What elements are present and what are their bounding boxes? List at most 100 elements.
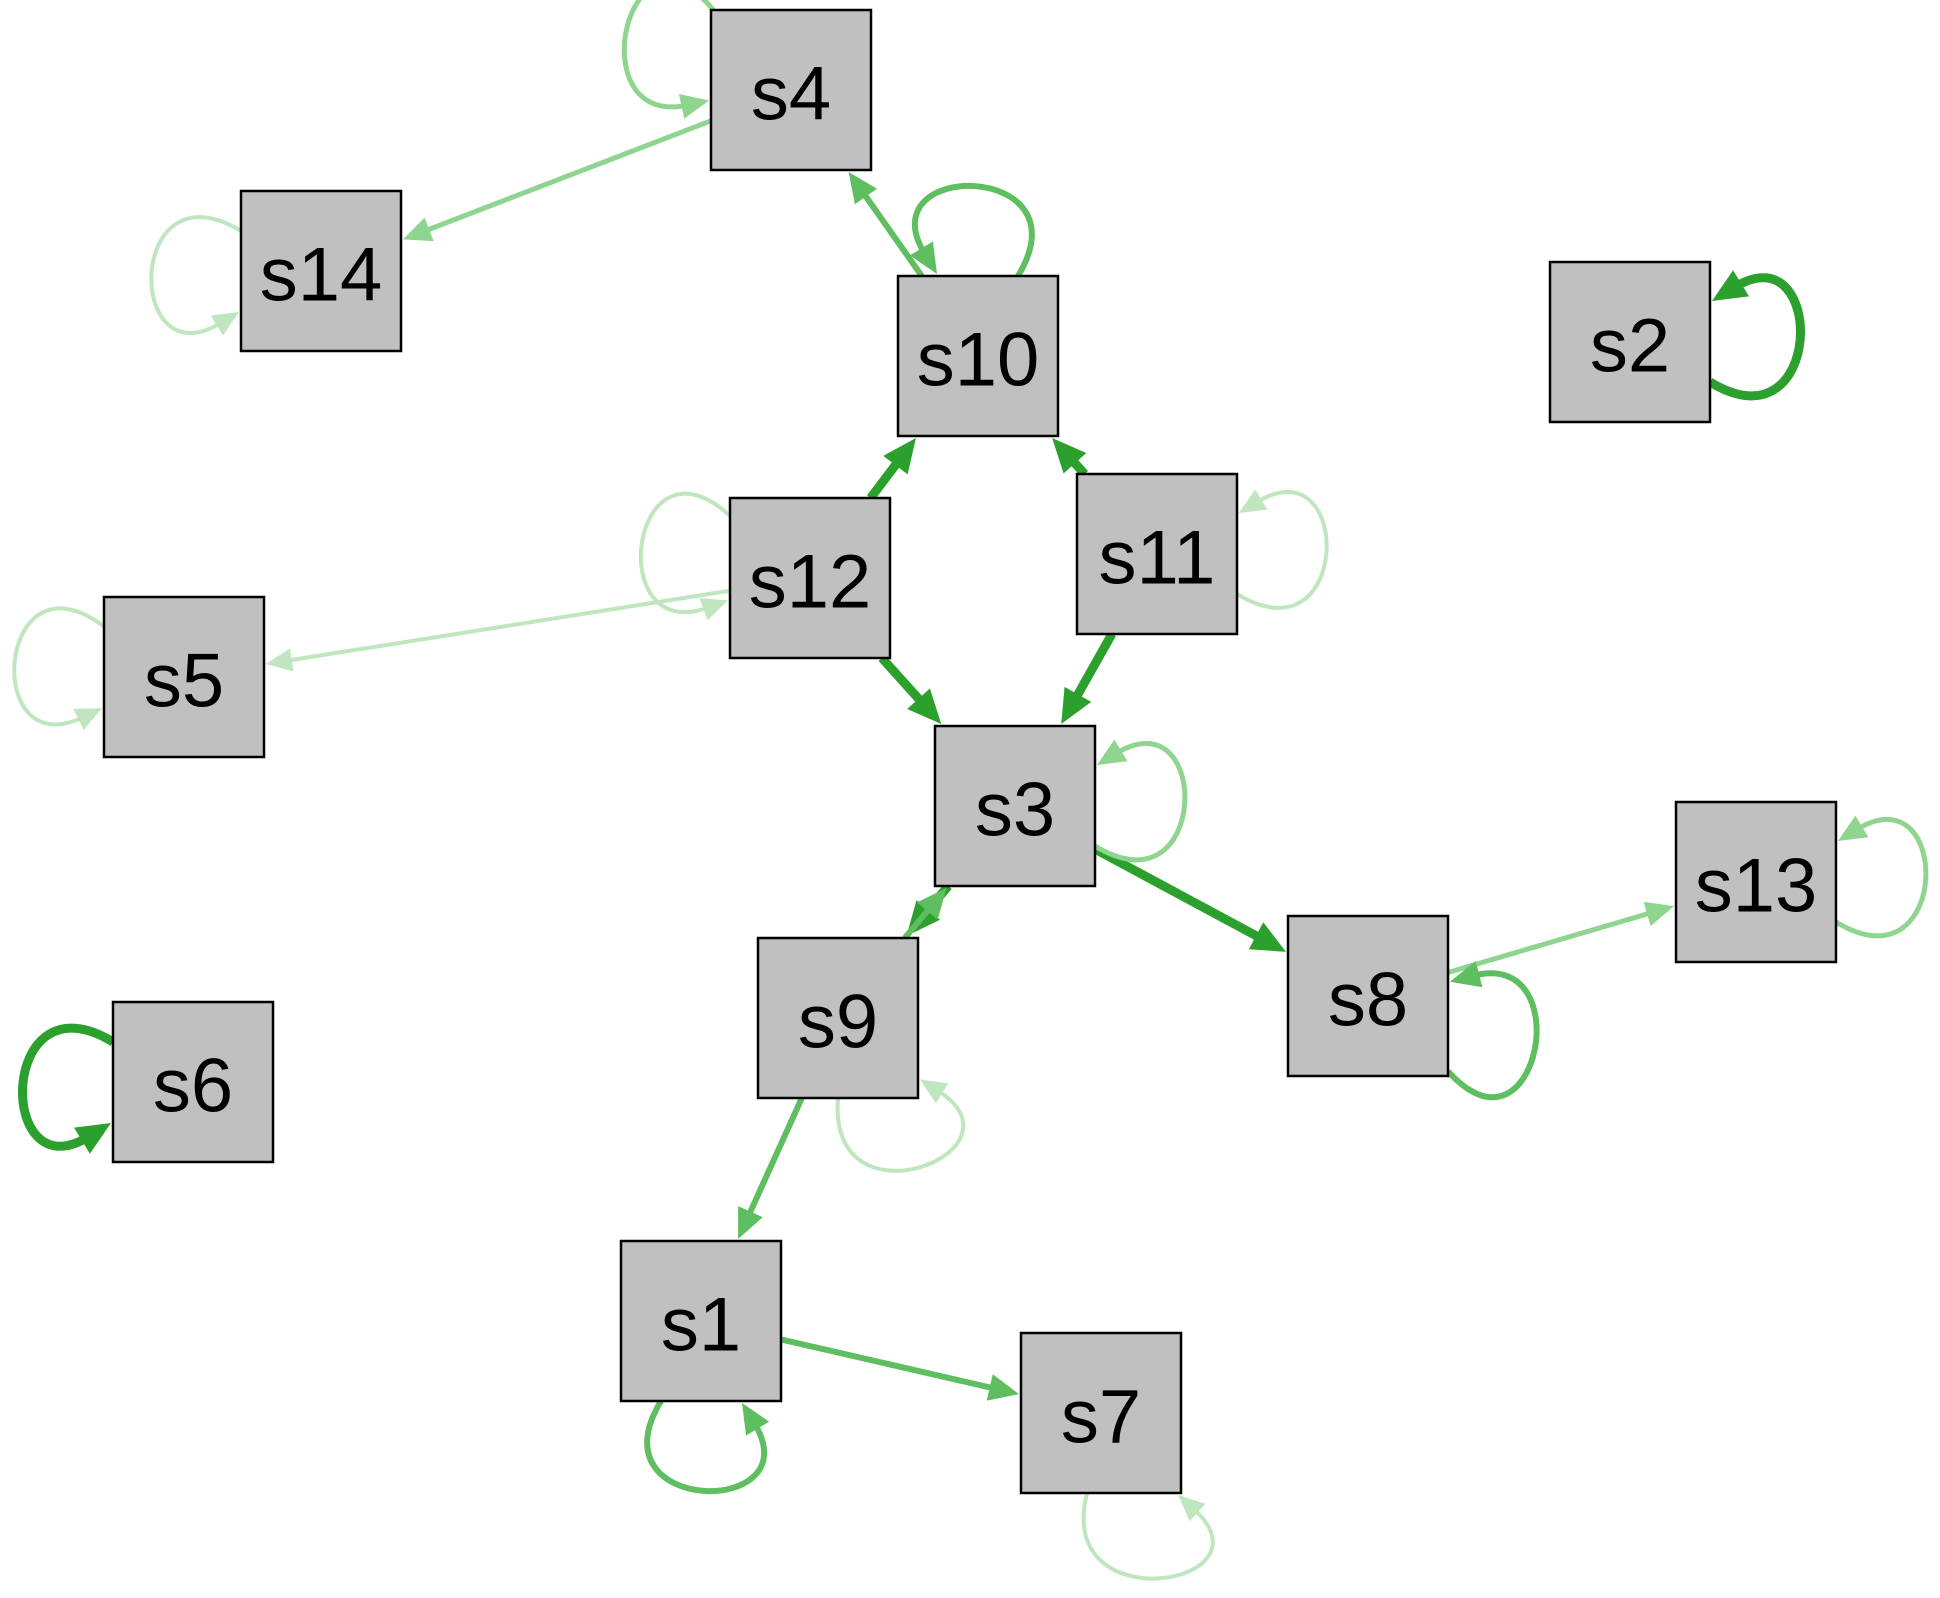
node-s3: s3 bbox=[933, 724, 1097, 888]
arrowhead-s1-s7 bbox=[986, 1374, 1019, 1401]
arrowhead-s11-s10 bbox=[1052, 438, 1087, 474]
self-loop-arrowhead-s6 bbox=[74, 1123, 111, 1154]
edge-line-s3-s8 bbox=[1092, 845, 1265, 943]
node-box-s7 bbox=[1019, 1331, 1183, 1495]
self-loop-path-s1 bbox=[644, 1399, 767, 1494]
self-loop-s10 bbox=[909, 183, 1035, 278]
self-loop-arrowhead-s8 bbox=[1450, 961, 1483, 988]
self-loop-arrowhead-s10 bbox=[909, 241, 937, 274]
self-loop-s4 bbox=[621, 0, 716, 119]
node-label-s12: s12 bbox=[749, 540, 872, 625]
node-s6: s6 bbox=[111, 1000, 275, 1164]
node-box-s6 bbox=[111, 1000, 275, 1164]
edge-s11-to-s3 bbox=[1061, 631, 1116, 724]
self-loop-path-s8 bbox=[1445, 970, 1540, 1101]
node-label-s13: s13 bbox=[1695, 844, 1818, 929]
self-loop-arrowhead-s1 bbox=[742, 1403, 770, 1436]
node-s10: s10 bbox=[896, 274, 1060, 438]
node-label-s10: s10 bbox=[917, 318, 1040, 403]
self-loop-arrowhead-s14 bbox=[210, 312, 239, 336]
self-loop-s2 bbox=[1707, 270, 1805, 401]
arrowhead-s12-s5 bbox=[266, 648, 294, 672]
node-label-s4: s4 bbox=[751, 52, 831, 137]
edge-line-s12-s10 bbox=[866, 456, 904, 501]
edge-line-s11-s3 bbox=[1070, 631, 1116, 703]
arrowhead-s9-s1 bbox=[738, 1206, 763, 1239]
self-loops-layer bbox=[12, 0, 1929, 1581]
edge-s9-to-s3 bbox=[902, 888, 947, 940]
node-s8: s8 bbox=[1286, 914, 1450, 1078]
self-loop-s9 bbox=[835, 1079, 966, 1173]
nodes-layer: s1 s2 s3 s4 s5 s6 s7 s8 s9 s10 s11 s12 s13 s14 bbox=[102, 8, 1838, 1495]
self-loop-arrowhead-s12 bbox=[699, 598, 728, 621]
node-box-s11 bbox=[1075, 472, 1239, 636]
edge-line-s12-s5 bbox=[286, 588, 731, 663]
node-label-s11: s11 bbox=[1099, 516, 1216, 601]
self-loop-s6 bbox=[18, 1023, 116, 1154]
arrowhead-s10-s4 bbox=[848, 172, 877, 205]
self-loop-path-s9 bbox=[835, 1088, 966, 1173]
edge-line-s9-s1 bbox=[745, 1096, 805, 1219]
self-loop-s5 bbox=[12, 606, 106, 731]
node-box-s10 bbox=[896, 274, 1060, 438]
self-loop-path-s14 bbox=[149, 215, 243, 335]
self-loop-path-s4 bbox=[621, 0, 716, 110]
self-loop-s11 bbox=[1235, 489, 1329, 610]
node-label-s1: s1 bbox=[661, 1283, 741, 1368]
edge-s11-to-s10 bbox=[1052, 438, 1089, 478]
node-box-s14 bbox=[239, 189, 403, 353]
node-s7: s7 bbox=[1019, 1331, 1183, 1495]
node-s1: s1 bbox=[619, 1239, 783, 1403]
node-label-s7: s7 bbox=[1061, 1375, 1141, 1460]
node-box-s13 bbox=[1674, 800, 1838, 964]
self-loop-path-s3 bbox=[1093, 741, 1188, 863]
node-s11: s11 bbox=[1075, 472, 1239, 636]
self-loop-s1 bbox=[644, 1399, 770, 1494]
arrowhead-s8-s13 bbox=[1643, 901, 1674, 927]
node-box-s3 bbox=[933, 724, 1097, 888]
node-s14: s14 bbox=[239, 189, 403, 353]
self-loop-path-s7 bbox=[1081, 1492, 1215, 1581]
edge-line-s12-s3 bbox=[878, 654, 927, 707]
edge-s8-to-s13 bbox=[1447, 901, 1674, 975]
node-s12: s12 bbox=[728, 496, 892, 660]
arrowhead-s9-s3 bbox=[916, 888, 947, 920]
node-s9: s9 bbox=[756, 936, 920, 1100]
self-loop-s3 bbox=[1093, 739, 1188, 863]
self-loop-s8 bbox=[1445, 961, 1540, 1101]
node-box-s8 bbox=[1286, 914, 1450, 1078]
self-loop-arrowhead-s3 bbox=[1097, 739, 1128, 765]
node-box-s9 bbox=[756, 936, 920, 1100]
edge-s10-to-s4 bbox=[848, 172, 925, 278]
node-s4: s4 bbox=[709, 8, 873, 172]
self-loop-path-s6 bbox=[18, 1023, 116, 1151]
edge-line-s10-s4 bbox=[859, 189, 925, 278]
node-label-s9: s9 bbox=[798, 980, 878, 1065]
edge-s4-to-s14 bbox=[403, 118, 712, 242]
edges-layer bbox=[266, 118, 1674, 1401]
edge-line-s8-s13 bbox=[1447, 910, 1654, 975]
self-loop-s13 bbox=[1834, 815, 1929, 939]
self-loop-path-s13 bbox=[1834, 817, 1929, 939]
self-loop-path-s11 bbox=[1235, 490, 1329, 610]
self-loop-arrowhead-s2 bbox=[1712, 270, 1749, 301]
self-loop-arrowhead-s7 bbox=[1178, 1495, 1206, 1522]
node-box-s12 bbox=[728, 496, 892, 660]
edge-line-s1-s7 bbox=[780, 1336, 997, 1392]
self-loop-s12 bbox=[638, 491, 732, 621]
self-loop-s14 bbox=[149, 215, 243, 336]
node-s5: s5 bbox=[102, 595, 266, 759]
self-loop-arrowhead-s4 bbox=[678, 93, 709, 119]
self-loop-arrowhead-s5 bbox=[73, 708, 102, 731]
node-s2: s2 bbox=[1548, 260, 1712, 424]
node-label-s5: s5 bbox=[144, 639, 224, 724]
self-loop-path-s12 bbox=[638, 491, 732, 615]
self-loop-arrowhead-s9 bbox=[920, 1079, 949, 1104]
self-loop-path-s5 bbox=[12, 606, 106, 727]
node-box-s2 bbox=[1548, 260, 1712, 424]
edge-s12-to-s10 bbox=[866, 438, 916, 501]
node-label-s14: s14 bbox=[260, 233, 383, 318]
arrowhead-s12-s3 bbox=[907, 688, 942, 724]
edge-s9-to-s1 bbox=[738, 1096, 805, 1239]
self-loop-path-s10 bbox=[912, 183, 1035, 278]
